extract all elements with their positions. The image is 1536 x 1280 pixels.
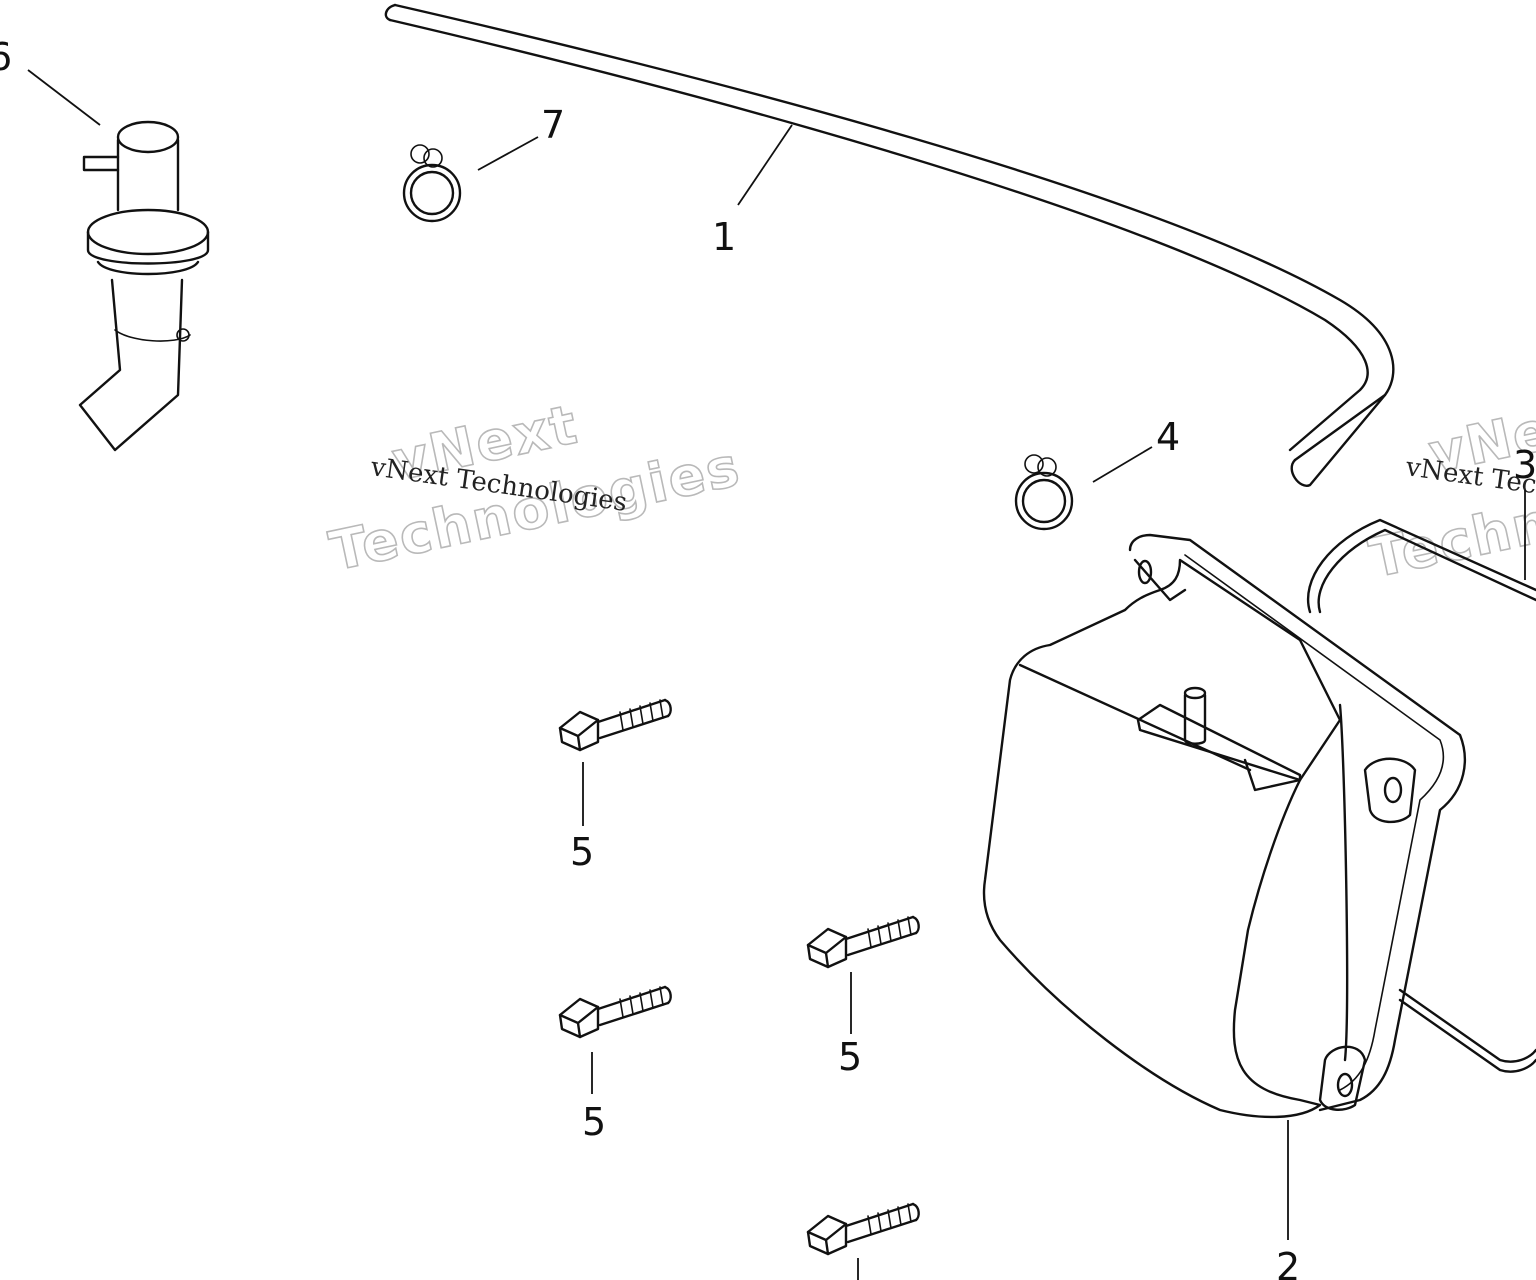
- leader-6: [27, 69, 101, 126]
- callout-5-middle: 5: [838, 1035, 862, 1079]
- callout-2: 2: [1276, 1245, 1300, 1280]
- breather-hose: [384, 3, 1395, 487]
- callout-4: 4: [1156, 415, 1180, 459]
- callout-3: 3: [1513, 443, 1536, 487]
- leader-1: [737, 124, 793, 206]
- bolt-a: [558, 698, 672, 752]
- callout-1: 1: [712, 215, 736, 259]
- bolt-c: [558, 985, 672, 1039]
- hose-clamp-4: [1014, 454, 1074, 531]
- callout-7: 7: [541, 103, 565, 147]
- callout-5-lower: 5: [582, 1100, 606, 1144]
- hose-clamp-7: [402, 144, 462, 223]
- breather-valve: [78, 120, 210, 452]
- bolt-d: [806, 1202, 920, 1256]
- bolt-b: [806, 915, 920, 969]
- callout-6: 6: [0, 35, 12, 79]
- valve-cover: [982, 533, 1467, 1119]
- valve-cover-gasket: [1307, 518, 1536, 1073]
- callout-5-upper: 5: [570, 830, 594, 874]
- leader-7: [477, 136, 539, 171]
- leader-4: [1092, 446, 1153, 483]
